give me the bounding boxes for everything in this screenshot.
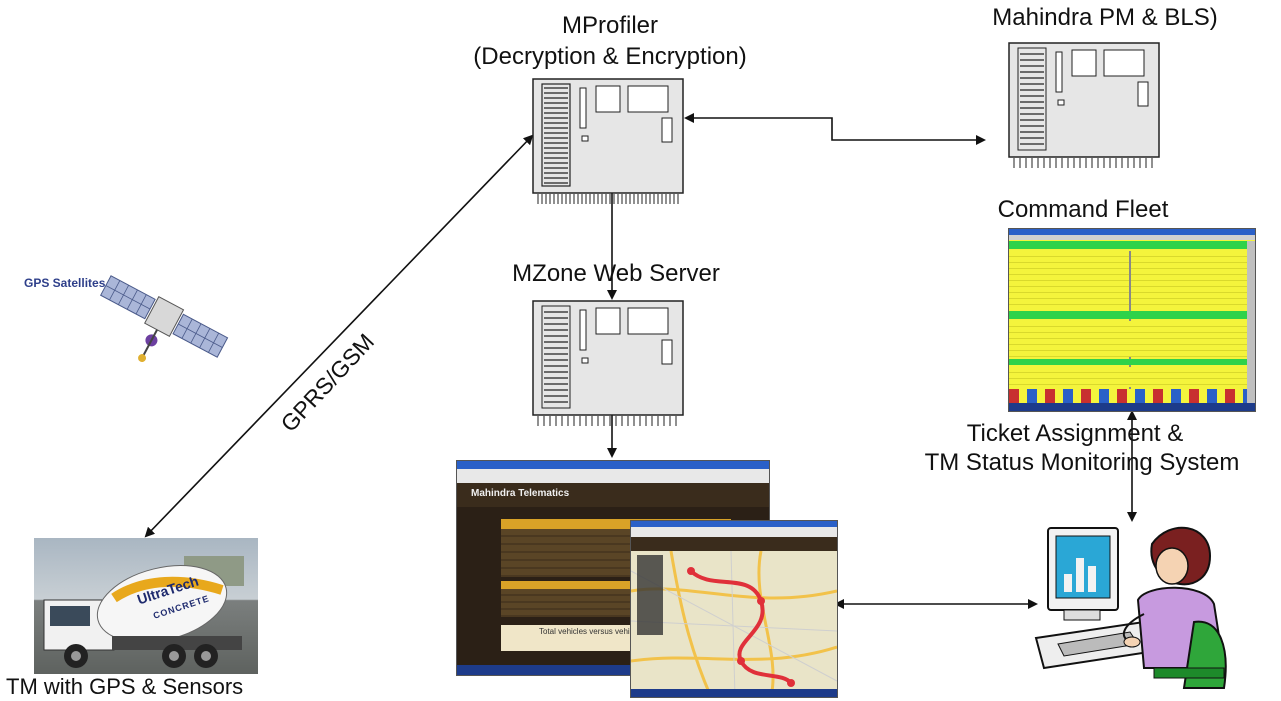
operator-at-computer-icon bbox=[1034, 526, 1227, 689]
ticket-label-line2: TM Status Monitoring System bbox=[924, 449, 1240, 476]
map-tracking-screen bbox=[630, 520, 838, 698]
portal-brand-text: Mahindra Telematics bbox=[471, 488, 570, 499]
gps-satellite-group: GPS Satellites bbox=[14, 264, 254, 394]
mprofiler-mahindra-arrow bbox=[684, 113, 986, 145]
mahindra-label: Mahindra PM & BLS) bbox=[992, 4, 1218, 31]
tm-label: TM with GPS & Sensors bbox=[6, 674, 244, 699]
satellite-icon bbox=[99, 275, 229, 363]
transit-mixer-truck-photo: UltraTech CONCRETE bbox=[34, 538, 258, 674]
mprofiler-subtitle: (Decryption & Encryption) bbox=[473, 43, 747, 70]
gprs-link-arrow bbox=[144, 134, 534, 538]
ticket-label-line1: Ticket Assignment & bbox=[966, 420, 1184, 447]
mzone-server-icon bbox=[532, 300, 684, 426]
truck-icon bbox=[43, 556, 244, 668]
map-route-icon bbox=[631, 551, 837, 697]
command-fleet-label: Command Fleet bbox=[997, 196, 1169, 223]
portal-banner-text: Total vehicles versus vehicles ... bbox=[539, 627, 653, 636]
mzone-label: MZone Web Server bbox=[512, 260, 720, 287]
mprofiler-server-icon bbox=[532, 78, 684, 204]
gps-satellites-label: GPS Satellites bbox=[24, 276, 106, 290]
command-fleet-screen bbox=[1008, 228, 1256, 412]
mprofiler-title: MProfiler bbox=[561, 12, 658, 39]
mahindra-server-icon bbox=[1008, 42, 1160, 168]
